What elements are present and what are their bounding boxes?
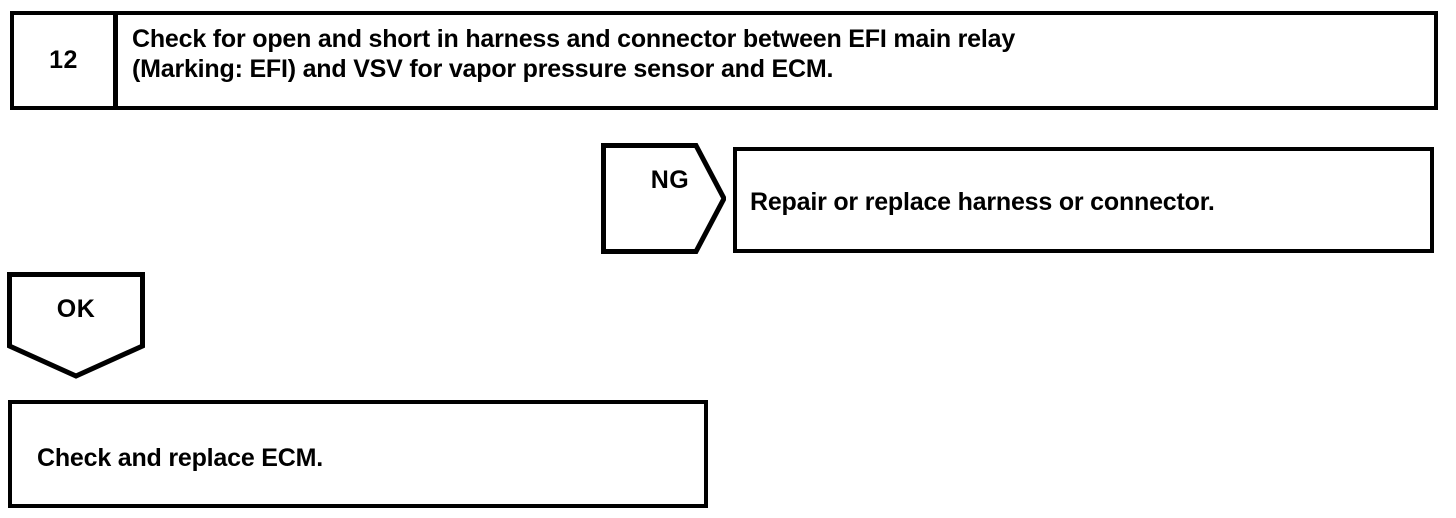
ng-result-text: Repair or replace harness or connector. (750, 188, 1215, 216)
ng-branch-arrow: NG (600, 142, 726, 255)
step-number-cell: 12 (14, 15, 118, 106)
ok-result-text: Check and replace ECM. (37, 444, 323, 472)
ok-branch-arrow: OK (6, 271, 146, 379)
ok-result-box: Check and replace ECM. (8, 400, 708, 508)
ng-result-box: Repair or replace harness or connector. (733, 147, 1434, 253)
step-number: 12 (49, 46, 78, 74)
step-row: 12 Check for open and short in harness a… (10, 11, 1438, 110)
ng-arrow-shape (601, 143, 726, 254)
ok-branch-label: OK (56, 294, 96, 323)
ng-branch-label: NG (650, 165, 690, 194)
ok-arrow-shape (7, 272, 145, 379)
step-instruction: Check for open and short in harness and … (132, 25, 1016, 83)
